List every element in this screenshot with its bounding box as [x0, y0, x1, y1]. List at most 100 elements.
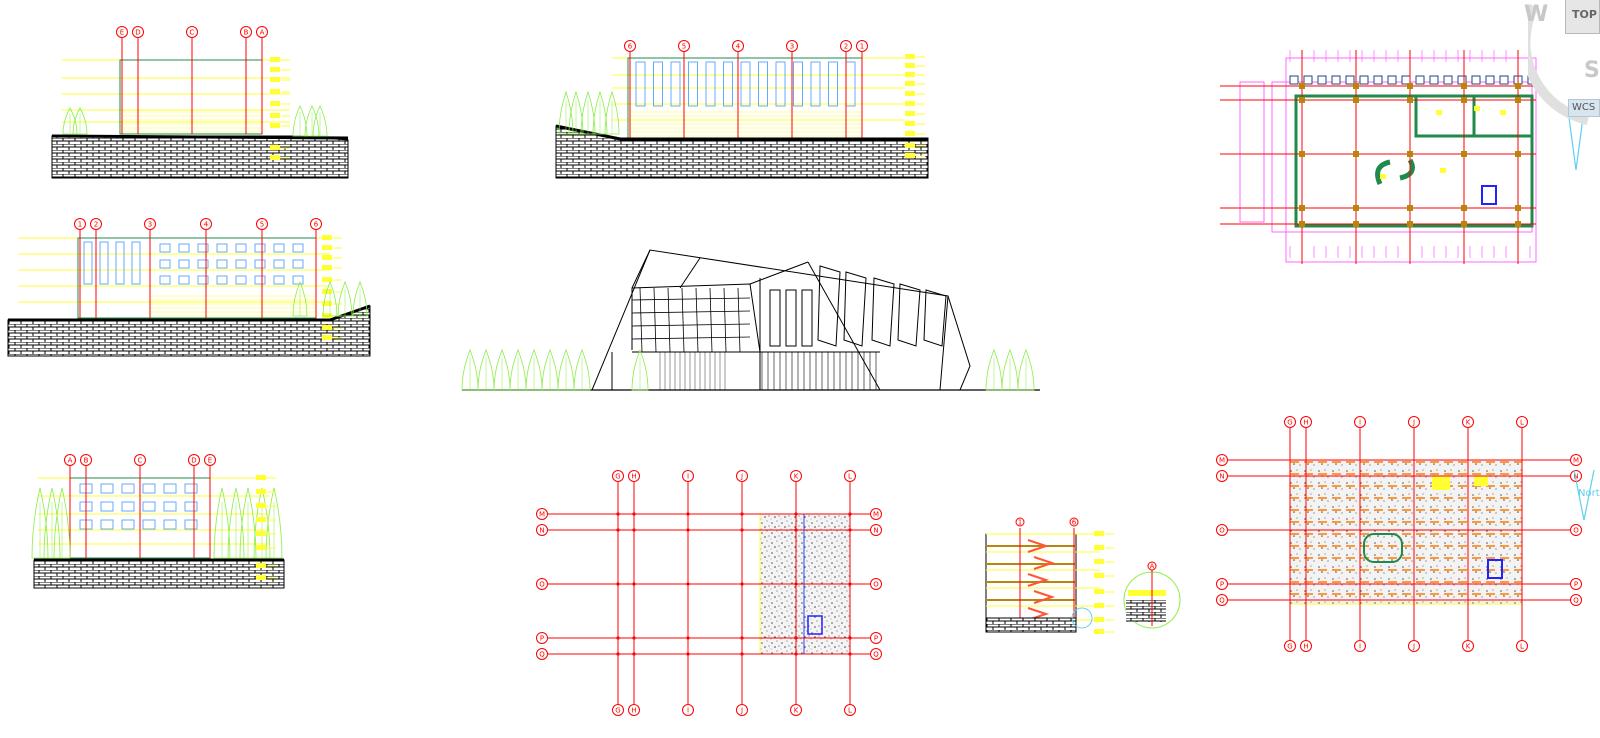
tree-symbol — [227, 487, 245, 559]
grid-bubble-label: A — [260, 29, 265, 37]
grid-bubble: J — [736, 704, 748, 716]
grid-bubble: K — [1462, 640, 1474, 652]
column-node — [1353, 221, 1359, 227]
level-tag — [256, 575, 266, 580]
stair-flight — [1033, 590, 1056, 604]
level-tag — [905, 143, 915, 148]
perspective-view[interactable] — [461, 249, 1040, 391]
tree-symbol — [304, 105, 320, 137]
tree-symbol — [573, 348, 591, 391]
column-node — [1353, 205, 1359, 211]
level-tag — [270, 155, 280, 160]
tree-symbol — [239, 487, 257, 559]
grid-bubble-label: M — [873, 511, 879, 519]
grid-bubble-label: N — [1219, 473, 1224, 481]
detail-hatch — [1126, 600, 1166, 622]
grid-bubble-label: I — [687, 707, 689, 715]
grid-bubble: M — [1216, 454, 1228, 466]
grid-bubble: E — [204, 454, 216, 466]
grid-bubble-label: A — [1150, 563, 1155, 571]
compass-south-label[interactable]: S — [1584, 58, 1600, 83]
window-pane — [653, 61, 663, 107]
column-node — [740, 528, 744, 532]
grid-bubble-label: Q — [1219, 597, 1225, 605]
column-marker — [1415, 75, 1425, 85]
perspective-edge — [939, 295, 949, 391]
window-pane — [163, 483, 177, 494]
stair-core — [1487, 559, 1503, 579]
window-pane — [292, 243, 304, 253]
column-marker — [1485, 75, 1495, 85]
window-pane — [235, 275, 247, 285]
north-arrow — [1567, 109, 1585, 171]
column-node — [1407, 83, 1413, 89]
grid-bubble-label: H — [1303, 419, 1308, 427]
detail-callout — [1071, 607, 1093, 629]
column-marker — [1457, 75, 1467, 85]
window-pane — [184, 519, 198, 530]
column-node — [1515, 221, 1521, 227]
floor-plan-top-right[interactable] — [1220, 50, 1585, 264]
window-pane — [254, 275, 266, 285]
grid-bubble-label: H — [631, 473, 636, 481]
grid-bubble-label: Q — [873, 651, 879, 659]
grid-bubble: P — [870, 632, 882, 644]
column-node — [1353, 97, 1359, 103]
grid-bubble: I — [1354, 416, 1366, 428]
grid-bubble-label: O — [1219, 527, 1225, 535]
grid-bubble-label: Q — [539, 651, 545, 659]
column-node — [740, 636, 744, 640]
column-node — [1461, 205, 1467, 211]
grid-bubble: Q — [1216, 594, 1228, 606]
grid-bubble: C — [134, 454, 146, 466]
level-tag — [256, 517, 266, 522]
level-tag — [1094, 617, 1104, 622]
tree-symbol — [558, 90, 574, 135]
viewcube-top-button[interactable]: TOP — [1565, 0, 1600, 34]
window-pane — [635, 61, 646, 107]
detail-circle[interactable]: A — [1123, 561, 1181, 629]
column-node — [1515, 205, 1521, 211]
window-pane — [216, 275, 228, 285]
grid-bubble: C — [186, 26, 198, 38]
grid-bubble: D — [188, 454, 200, 466]
grid-bubble: 5 — [256, 218, 268, 230]
tree-symbol — [509, 348, 527, 391]
column-node — [616, 528, 620, 532]
level-tag — [905, 153, 915, 158]
column-node — [686, 636, 690, 640]
grid-bubble-label: L — [848, 707, 852, 715]
window-pane — [163, 519, 177, 530]
room-wall — [1472, 94, 1534, 138]
section-foundation — [985, 617, 1077, 633]
grid-bubble-label: L — [1520, 643, 1524, 651]
dimension-box — [1271, 81, 1533, 233]
compass-west-label[interactable]: W — [1524, 2, 1549, 27]
wcs-menu-button[interactable]: WCS — [1568, 99, 1600, 117]
grid-bubble-label: P — [1574, 581, 1578, 589]
level-tag — [322, 235, 332, 240]
grid-bubble: G — [612, 470, 624, 482]
grid-bubble-label: N — [1573, 473, 1578, 481]
grid-bubble-label: 3 — [148, 221, 152, 229]
grid-bubble-label: 6 — [628, 43, 633, 51]
grid-bubble-label: Q — [1573, 597, 1579, 605]
grid-bubble: M — [1570, 454, 1582, 466]
stair-core — [807, 615, 823, 635]
window-pane — [159, 259, 171, 269]
tree-symbol — [312, 105, 328, 137]
column-node — [1407, 151, 1413, 157]
grid-bubble: K — [1462, 416, 1474, 428]
grid-bubble: 3 — [144, 218, 156, 230]
tree-symbol — [253, 487, 271, 559]
level-tag — [256, 475, 266, 480]
window-pane — [254, 259, 266, 269]
